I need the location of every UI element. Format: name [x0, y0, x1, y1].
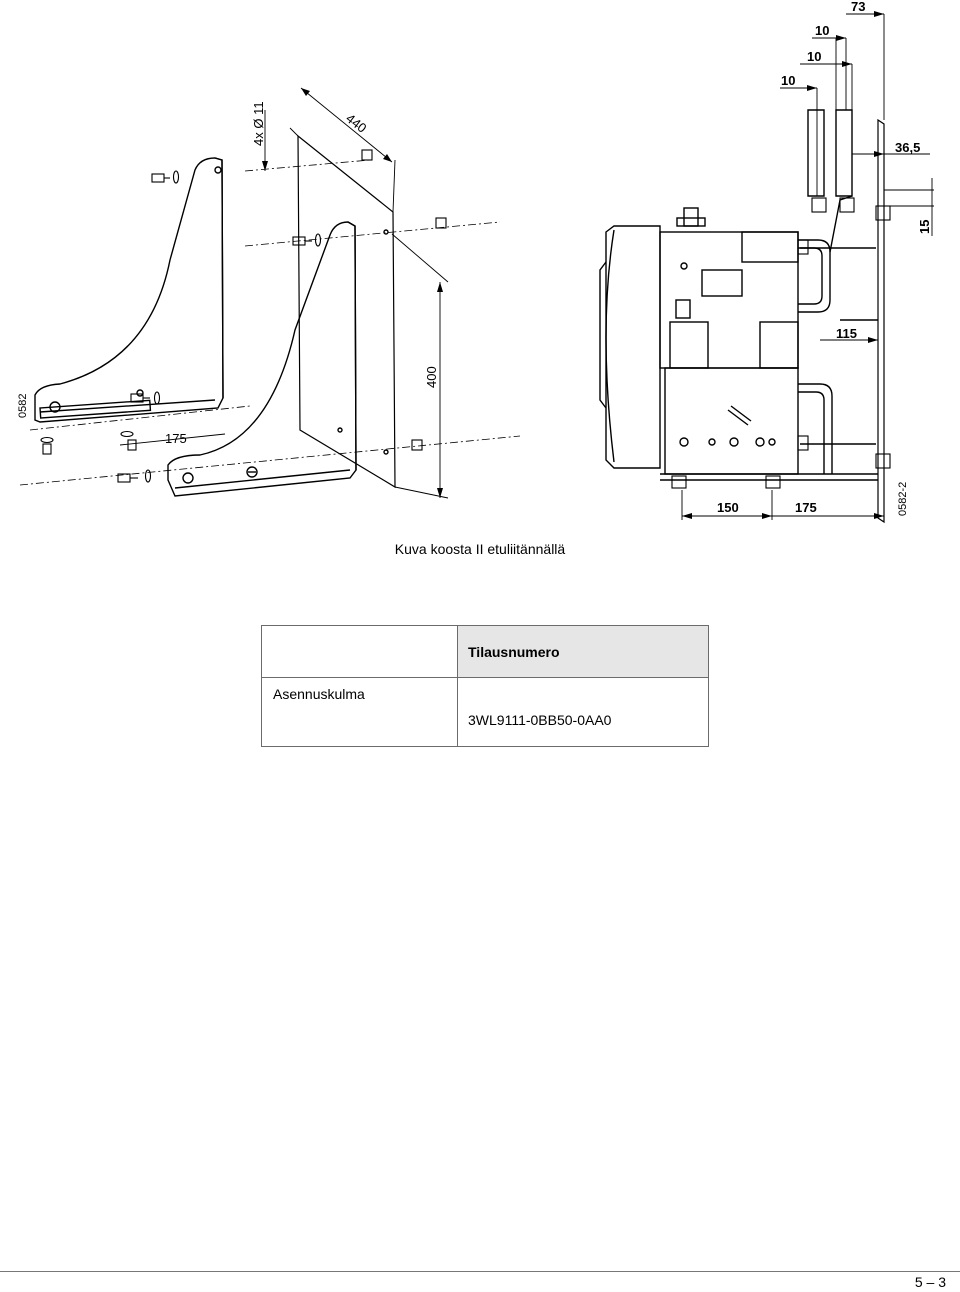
dim-150: 150 [717, 500, 739, 515]
figure-id-left: 0582 [17, 394, 29, 418]
footer-divider [0, 1271, 960, 1272]
figure-id-right: 0582-2 [897, 482, 909, 516]
dim-depth-left: 175 [165, 431, 187, 446]
table-row-label: Asennuskulma [261, 677, 458, 747]
dim-15: 15 [917, 220, 932, 234]
order-table: Tilausnumero Asennuskulma 3WL9111-0BB50-… [261, 625, 709, 747]
table-header-order-number: Tilausnumero [457, 625, 709, 678]
dim-10-top: 10 [815, 23, 829, 38]
dim-36-5: 36,5 [895, 140, 920, 155]
dim-10-bottom: 10 [781, 73, 795, 88]
dim-width: 440 [343, 111, 369, 136]
table-row-order-number: 3WL9111-0BB50-0AA0 [457, 677, 709, 747]
dim-115: 115 [836, 326, 857, 341]
table-header-blank-cell [261, 625, 458, 678]
figure-caption: Kuva koosta II etuliitännällä [394, 541, 566, 557]
dim-hole-spec: 4x Ø 11 [251, 101, 266, 146]
mounting-bracket-drawing: 0582 0582-2 4x Ø 11 440 400 175 73 10 10… [17, 0, 934, 524]
page-number: 5 – 3 [914, 1274, 946, 1290]
dim-175-right: 175 [795, 500, 817, 515]
dim-73: 73 [851, 0, 865, 14]
table-row: Asennuskulma 3WL9111-0BB50-0AA0 [261, 677, 709, 747]
dim-10-middle: 10 [807, 49, 821, 64]
table-header-row: Tilausnumero [261, 625, 709, 678]
dim-height: 400 [424, 366, 439, 388]
